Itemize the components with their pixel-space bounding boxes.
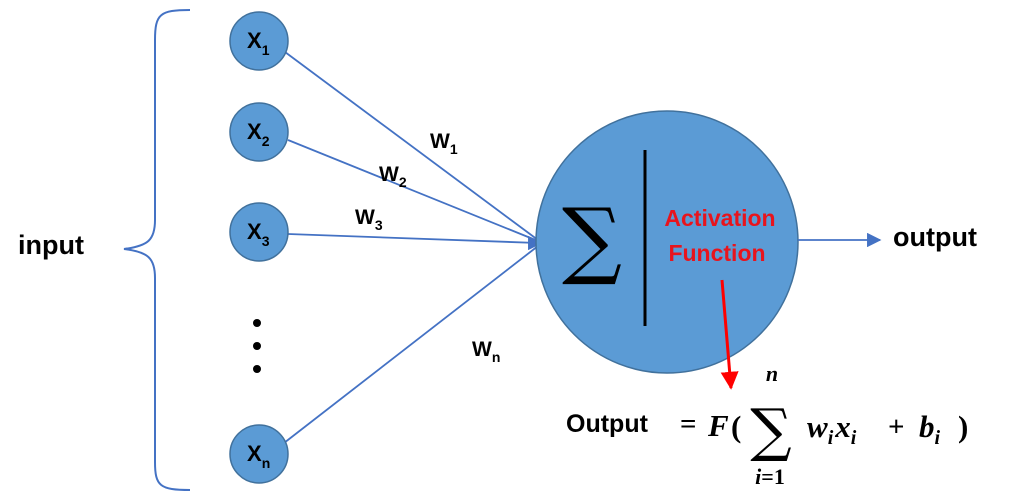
weight-w3-sub: 3: [375, 217, 383, 233]
activation-label-line2: Function: [668, 240, 765, 266]
formula-b-sub: i: [935, 427, 941, 449]
formula-sum-symbol: ∑: [750, 396, 791, 464]
formula-lower-limit: i=1: [755, 464, 785, 489]
weight-w1-base: W: [430, 130, 450, 153]
formula-function: F: [707, 408, 729, 443]
weight-label-wn: Wn: [472, 338, 500, 365]
svg-text:X2: X2: [247, 119, 270, 149]
weight-label-w3: W3: [355, 206, 383, 233]
neuron-circle: [535, 110, 799, 374]
input-node-x3-sub: 3: [262, 233, 270, 249]
weight-label-w2: W2: [379, 163, 407, 190]
input-node-x1-base: X: [247, 28, 262, 53]
formula-open-paren: (: [731, 409, 741, 444]
formula-upper-limit: n: [766, 361, 778, 386]
activation-label-line1: Activation: [664, 205, 775, 231]
formula-x-sub: i: [851, 427, 857, 449]
formula-lower-var: i: [755, 464, 762, 489]
neuron-sum-symbol: ∑: [562, 190, 622, 288]
input-brace: [123, 9, 191, 491]
ellipsis-dots: [253, 319, 261, 373]
input-node-xn-sub: n: [262, 455, 271, 471]
weight-wn-base: W: [472, 338, 492, 361]
input-node-x2: X2: [229, 102, 289, 162]
weight-w2-base: W: [379, 163, 399, 186]
input-node-x2-sub: 2: [262, 133, 270, 149]
input-node-xn-base: X: [247, 441, 262, 466]
formula-b: b: [919, 409, 935, 444]
formula-plus: +: [888, 411, 905, 443]
input-node-x2-base: X: [247, 119, 262, 144]
formula-x: x: [834, 409, 851, 444]
input-node-x3: X3: [229, 202, 289, 262]
svg-text:X1: X1: [247, 28, 270, 58]
output-label: output: [893, 222, 977, 252]
svg-text:Xn: Xn: [247, 441, 270, 471]
input-node-x1-sub: 1: [262, 42, 270, 58]
formula-w-sub: i: [828, 427, 834, 449]
weight-w2-sub: 2: [399, 174, 407, 190]
weight-label-w1: W1: [430, 130, 458, 157]
output-formula: Output = F ( ∑ n i=1 wixi + bi ): [566, 361, 968, 489]
formula-equals: =: [680, 408, 697, 440]
activation-pointer-arrow: [720, 279, 739, 390]
input-node-x3-base: X: [247, 219, 262, 244]
input-node-xn: Xn: [229, 424, 289, 484]
formula-term-wx: wixi: [807, 409, 857, 449]
formula-term-b: bi: [919, 409, 941, 449]
edge-xn: [283, 245, 539, 444]
formula-label: Output: [566, 410, 649, 438]
input-node-x1: X1: [229, 11, 289, 71]
formula-lower-eq: =1: [761, 464, 785, 489]
weight-w3-base: W: [355, 206, 375, 229]
formula-w: w: [807, 409, 828, 444]
edge-x1: [284, 51, 539, 241]
edge-x2: [287, 139, 539, 242]
edge-x3: [287, 233, 539, 244]
input-label: input: [18, 230, 84, 260]
svg-text:X3: X3: [247, 219, 270, 249]
weight-wn-sub: n: [492, 349, 501, 365]
formula-close-paren: ): [958, 409, 968, 444]
weight-w1-sub: 1: [450, 141, 458, 157]
